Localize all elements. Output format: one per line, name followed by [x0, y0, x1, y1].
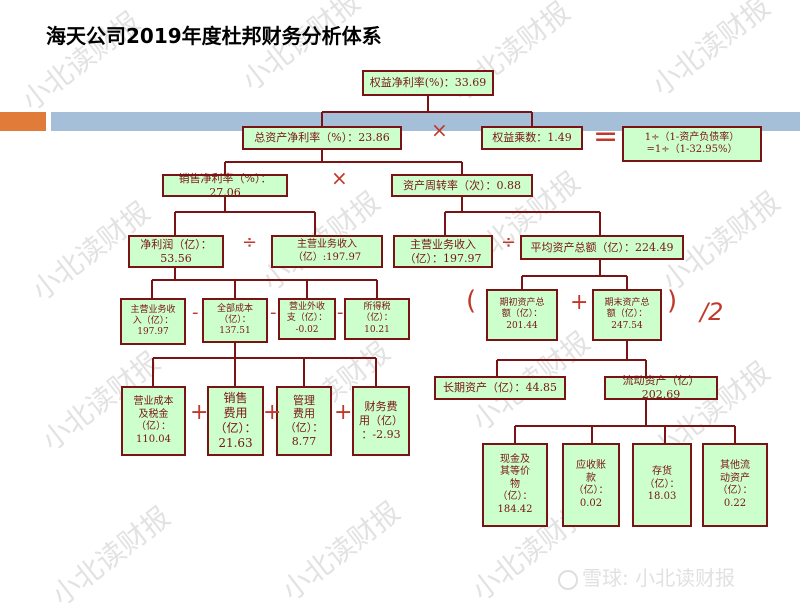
cash-node: 现金及 其等价 物 （亿）： 184.42: [482, 443, 548, 527]
income-tax-node: 所得税 （亿）： 10.21: [344, 298, 410, 340]
other-income-node: 营业外收 支（亿）： -0.02: [278, 298, 336, 340]
revenue-node-b: 主营业务收入 （亿）：197.97: [393, 235, 493, 268]
page-title: 海天公司2019年度杜邦财务分析体系: [46, 24, 382, 48]
xueqiu-logo-icon: [558, 569, 578, 590]
total-cost-node: 全部成本 （亿）： 137.51: [202, 298, 268, 343]
avg-assets-node: 平均资产总额（亿）：224.49: [520, 235, 684, 260]
sales-exp-node: 销售 费用 （亿）： 21.63: [207, 386, 264, 456]
receivables-node: 应收账 款 （亿）： 0.02: [562, 443, 620, 527]
connector-lines: [151, 96, 736, 443]
plus-operator: +: [263, 400, 282, 425]
equity-formula-node: 1÷（1-资产负债率） =1÷（1-32.95%）: [622, 126, 762, 162]
xueqiu-watermark: 雪球: 小北读财报: [558, 562, 735, 591]
plus-operator: +: [570, 290, 589, 315]
plus-operator: +: [334, 400, 353, 425]
asset-turnover-node: 资产周转率（次）：0.88: [391, 174, 533, 197]
lt-assets-node: 长期资产（亿）：44.85: [434, 376, 566, 400]
net-margin-node: 销售净利率（%）：27.06: [162, 172, 288, 199]
divide-operator: ÷: [501, 232, 517, 253]
other-cur-assets-node: 其他流 动资产 （亿）： 0.22: [702, 443, 768, 527]
plus-operator: +: [190, 400, 209, 425]
inventory-node: 存货 （亿）： 18.03: [632, 443, 692, 527]
equity-multiplier-node: 权益乘数：1.49: [481, 126, 583, 150]
open-paren: (: [466, 286, 477, 316]
end-assets-node: 期末资产总 额（亿）： 247.54: [592, 289, 662, 341]
xueqiu-watermark-text: 雪球: 小北读财报: [582, 566, 736, 590]
accent-bar-orange: [0, 112, 46, 131]
revenue-node-c: 主营业务收 入（亿）： 197.97: [120, 298, 186, 345]
roa-node: 总资产净利率（%）：23.86: [242, 126, 402, 150]
minus-operator: -: [192, 302, 199, 323]
begin-assets-node: 期初资产总 额（亿）： 201.44: [486, 289, 558, 341]
minus-operator: -: [270, 302, 277, 323]
fin-exp-node: 财务费 用（亿） ：-2.93: [352, 386, 410, 456]
equals-operator: =: [593, 119, 619, 154]
multiply-operator: ×: [331, 166, 348, 190]
divide-operator: ÷: [242, 232, 258, 253]
divide-by-two: /2: [700, 298, 724, 326]
cur-assets-node: 流动资产（亿）202.69: [604, 374, 718, 401]
op-cost-node: 营业成本 及税金 （亿）： 110.04: [121, 386, 186, 456]
revenue-node-a: 主营业务收入 （亿）:197.97: [271, 235, 383, 268]
close-paren: ): [667, 286, 678, 316]
roe-node: 权益净利率(%)：33.69: [362, 70, 494, 96]
accent-bar-blue: [51, 112, 800, 131]
net-profit-node: 净利润（亿）： 53.56: [128, 235, 224, 268]
admin-exp-node: 管理 费用 （亿）： 8.77: [276, 386, 332, 456]
multiply-operator: ×: [431, 118, 448, 142]
minus-operator: -: [337, 302, 344, 323]
